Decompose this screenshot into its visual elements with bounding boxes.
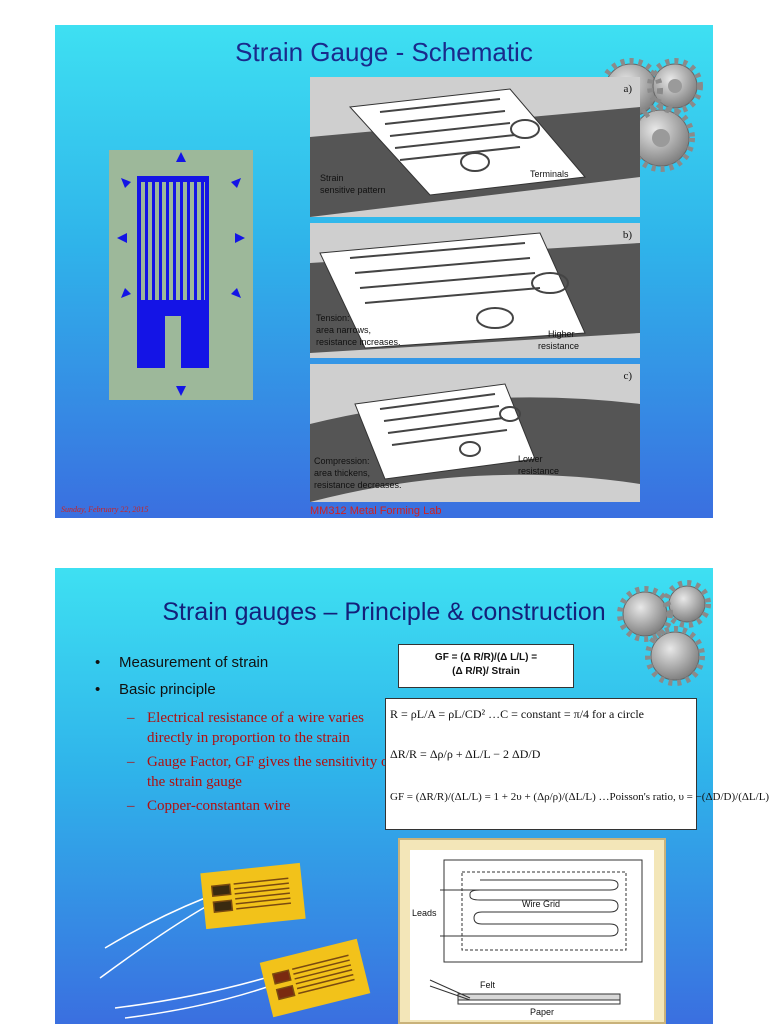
- panel-b-label: area narrows,: [316, 325, 372, 335]
- diagram-label-felt: Felt: [480, 980, 496, 990]
- foil-gauges-photo: [99, 862, 371, 1019]
- panel-c-label: area thickens,: [314, 468, 371, 478]
- sub-bullet-text: Gauge Factor, GF gives the sensitivity o…: [147, 754, 394, 790]
- slide-title: Strain gauges – Principle & construction: [162, 598, 606, 626]
- panel-b-label: Higher: [548, 329, 575, 339]
- slide-strain-gauge-schematic: Strain Gauge - Schematic: [55, 25, 713, 518]
- panel-c-label: resistance: [518, 466, 560, 476]
- gf-formula-line: (Δ R/R)/ Strain: [452, 666, 520, 677]
- diagram-label-paper: Paper: [530, 1007, 555, 1017]
- panel-b-label: Tension:: [316, 313, 350, 323]
- bullet-list: Measurement of strain Basic principle –E…: [95, 654, 395, 820]
- wire-grid-diagram: Leads Wire Grid Felt Paper: [398, 838, 666, 1024]
- equation-resistance: R = ρL/A = ρL/CD² …C = constant = π/4 fo…: [390, 707, 644, 721]
- footer-lab-name: MM312 Metal Forming Lab: [310, 505, 442, 517]
- diagram-label-leads: Leads: [412, 908, 437, 918]
- gf-formula-line: GF = (Δ R/R)/(Δ L/L) =: [434, 652, 538, 663]
- sub-bullet-item: –Electrical resistance of a wire varies …: [127, 710, 364, 746]
- sub-bullet-text: Copper-constantan wire: [147, 798, 291, 814]
- panel-a: a) Strain sensitive pattern Terminals: [310, 77, 640, 217]
- equations-box: R = ρL/A = ρL/CD² …C = constant = π/4 fo…: [385, 698, 769, 830]
- strain-gauge-pattern: [109, 150, 253, 400]
- panel-c-label: Lower: [518, 454, 543, 464]
- panel-c-label: resistance decreases.: [314, 480, 402, 490]
- gears-icon: [617, 580, 711, 686]
- panel-a-label: Strain: [320, 173, 344, 183]
- bullet-item: Measurement of strain: [95, 654, 395, 671]
- panel-a-label: Terminals: [530, 169, 569, 179]
- slide-title: Strain Gauge - Schematic: [235, 37, 533, 67]
- panel-b-label: resistance: [538, 341, 580, 351]
- equation-differential: ΔR/R = Δρ/ρ + ΔL/L − 2 ΔD/D: [390, 747, 541, 761]
- bullet-item: Basic principle: [95, 681, 395, 698]
- panel-c: c) Compression: area thickens, resistanc…: [310, 364, 640, 502]
- gauge-factor-box: GF = (Δ R/R)/(Δ L/L) = (Δ R/R)/ Strain: [398, 644, 574, 688]
- panel-a-label: sensitive pattern: [320, 185, 386, 195]
- panel-b-label: resistance increases.: [316, 337, 401, 347]
- panel-c-tag: c): [623, 370, 632, 382]
- sub-bullet-item: –Copper-constantan wire: [127, 798, 291, 814]
- panel-c-label: Compression:: [314, 456, 370, 466]
- panel-b-tag: b): [622, 229, 632, 241]
- equation-gauge-factor: GF = (ΔR/R)/(ΔL/L) = 1 + 2υ + (Δρ/ρ)/(ΔL…: [390, 791, 769, 803]
- diagram-label-wire-grid: Wire Grid: [522, 899, 560, 909]
- slide-principle-construction: Strain gauges – Principle & construction…: [55, 568, 769, 1024]
- footer-date: Sunday, February 22, 2015: [61, 505, 149, 514]
- panel-a-tag: a): [623, 83, 632, 95]
- panel-b: b) Tension: area narrows, resistance inc…: [310, 223, 640, 358]
- sub-bullet-item: –Gauge Factor, GF gives the sensitivity …: [127, 754, 394, 790]
- sub-bullet-text: Electrical resistance of a wire varies d…: [147, 710, 364, 746]
